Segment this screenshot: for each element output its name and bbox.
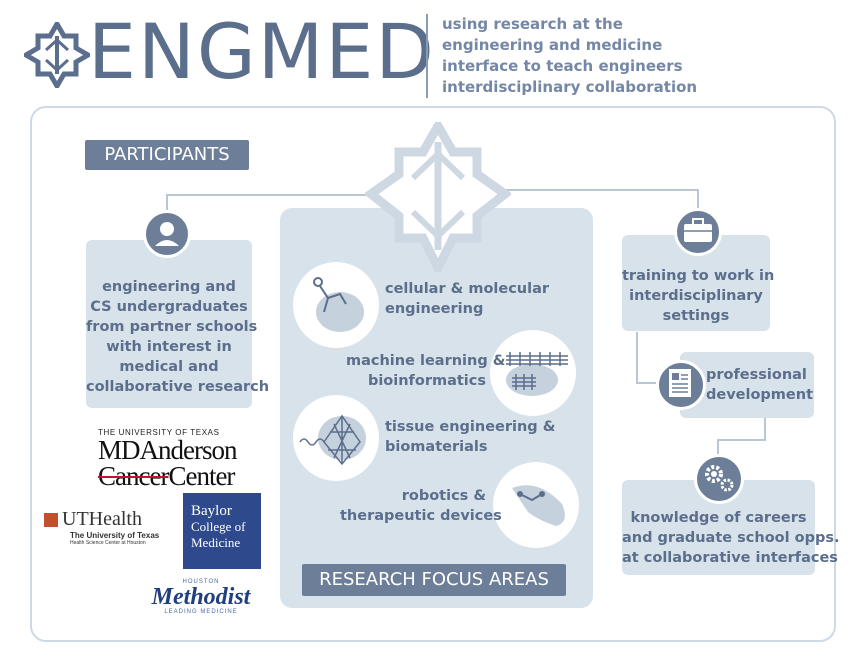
mdanderson-small: THE UNIVERSITY OF TEXAS bbox=[98, 428, 220, 437]
tagline-line: interface to teach engineers bbox=[442, 57, 683, 75]
document-icon bbox=[669, 369, 691, 397]
briefcase-icon bbox=[684, 218, 712, 242]
cell-icon bbox=[313, 277, 364, 332]
gears-icon bbox=[705, 465, 734, 492]
mdanderson-cancer: Cancer bbox=[98, 461, 169, 491]
participants-text: engineering and CS undergraduates from p… bbox=[86, 279, 270, 395]
research-area-ml: machine learning & bioinformatics bbox=[346, 353, 506, 389]
uthealth-name: UTHealth bbox=[62, 508, 142, 530]
training-text: training to work in interdisciplinary se… bbox=[622, 268, 775, 324]
research-area-cellular: cellular & molecular engineering bbox=[385, 281, 550, 317]
person-icon bbox=[143, 210, 191, 258]
mdanderson-line1: MDAnderson bbox=[98, 435, 238, 465]
device-icon bbox=[512, 485, 565, 526]
baylor-logo: Baylor College of Medicine bbox=[183, 493, 261, 569]
participants-label: PARTICIPANTS bbox=[85, 140, 249, 170]
diagram-frame bbox=[30, 106, 836, 642]
engmed-logo-text: ENGMED bbox=[88, 7, 436, 96]
professional-text: professional development bbox=[706, 367, 814, 403]
engmed-logo-emblem bbox=[24, 22, 90, 88]
research-area-robotics: robotics & therapeutic devices bbox=[340, 488, 502, 524]
mdanderson-logo: THE UNIVERSITY OF TEXAS MDAnderson Cance… bbox=[98, 428, 268, 491]
tagline-line: using research at the bbox=[442, 15, 623, 33]
uthealth-sub2: Health Science Center at Houston bbox=[70, 540, 146, 546]
knowledge-text: knowledge of careers and graduate school… bbox=[622, 510, 840, 566]
uthealth-sub1: The University of Texas bbox=[70, 531, 160, 540]
participants-box bbox=[86, 240, 252, 408]
tagline-line: engineering and medicine bbox=[442, 36, 663, 54]
uthealth-mark-icon bbox=[44, 512, 58, 527]
methodist-logo: HOUSTON Methodist LEADING MEDICINE bbox=[151, 579, 251, 615]
tagline-line: interdisciplinary collaboration bbox=[442, 78, 698, 96]
person-icon-glyph bbox=[155, 222, 179, 246]
center-emblem bbox=[365, 122, 511, 272]
research-area-tissue: tissue engineering & biomaterials bbox=[385, 419, 556, 455]
uthealth-logo: UTHealth The University of Texas Health … bbox=[44, 508, 174, 546]
research-focus-label: RESEARCH FOCUS AREAS bbox=[302, 564, 566, 596]
tagline: using research at the engineering and me… bbox=[426, 14, 697, 98]
scaffold-icon bbox=[299, 414, 366, 466]
gears-icon-circle bbox=[694, 454, 744, 504]
network-icon bbox=[506, 352, 568, 396]
mdanderson-center: Center bbox=[168, 461, 235, 491]
